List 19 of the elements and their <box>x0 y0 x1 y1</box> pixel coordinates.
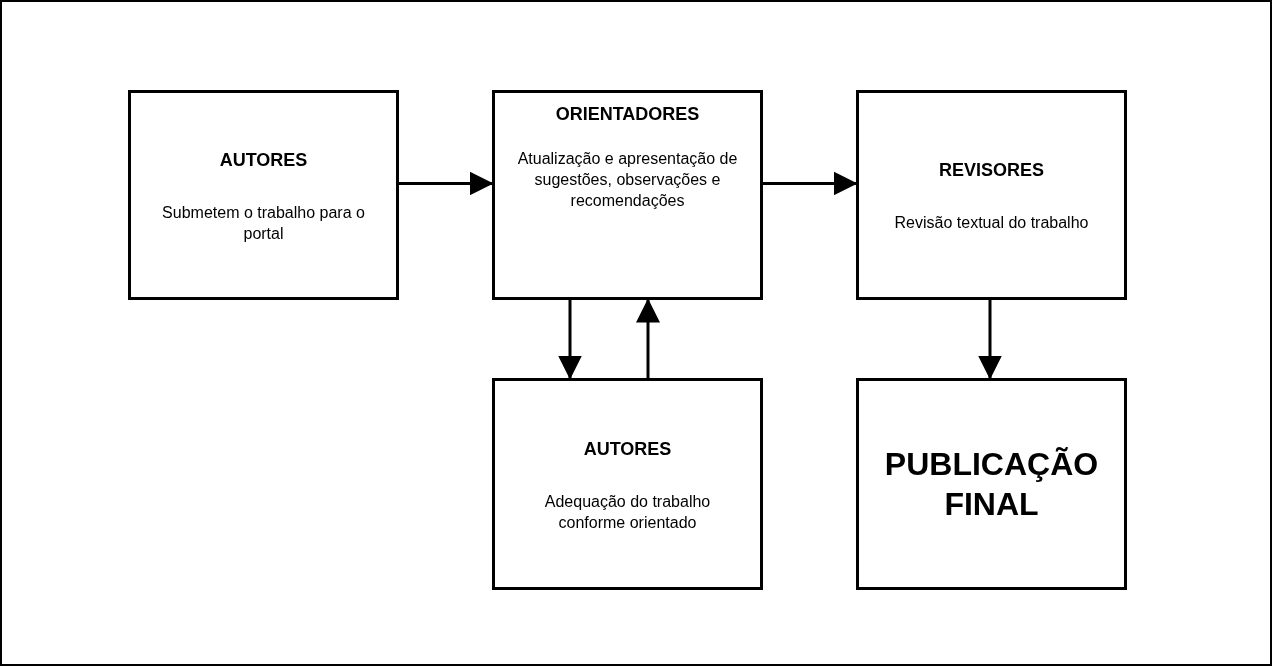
process-box <box>492 378 763 590</box>
box-description: Atualização e apresentação de sugestões, observações e recomendações <box>516 149 739 211</box>
box-heading: PUBLICAÇÃO FINAL <box>883 445 1100 524</box>
arrow <box>978 300 1002 380</box>
box-heading: AUTORES <box>219 148 308 172</box>
arrow <box>763 171 858 196</box>
process-box <box>128 90 399 300</box>
box-description: Submetem o trabalho para o portal <box>161 202 366 244</box>
box-heading: ORIENTADORES <box>555 103 700 126</box>
process-box <box>856 90 1127 300</box>
arrow <box>636 298 660 378</box>
process-box <box>856 378 1127 590</box>
process-box <box>492 90 763 300</box>
arrow <box>558 300 582 380</box>
arrow <box>399 171 494 196</box>
box-heading: REVISORES <box>939 159 1044 182</box>
box-description: Adequação do trabalho conforme orientado <box>543 491 712 533</box>
box-description: Revisão textual do trabalho <box>893 213 1090 233</box>
box-heading: AUTORES <box>583 437 672 461</box>
